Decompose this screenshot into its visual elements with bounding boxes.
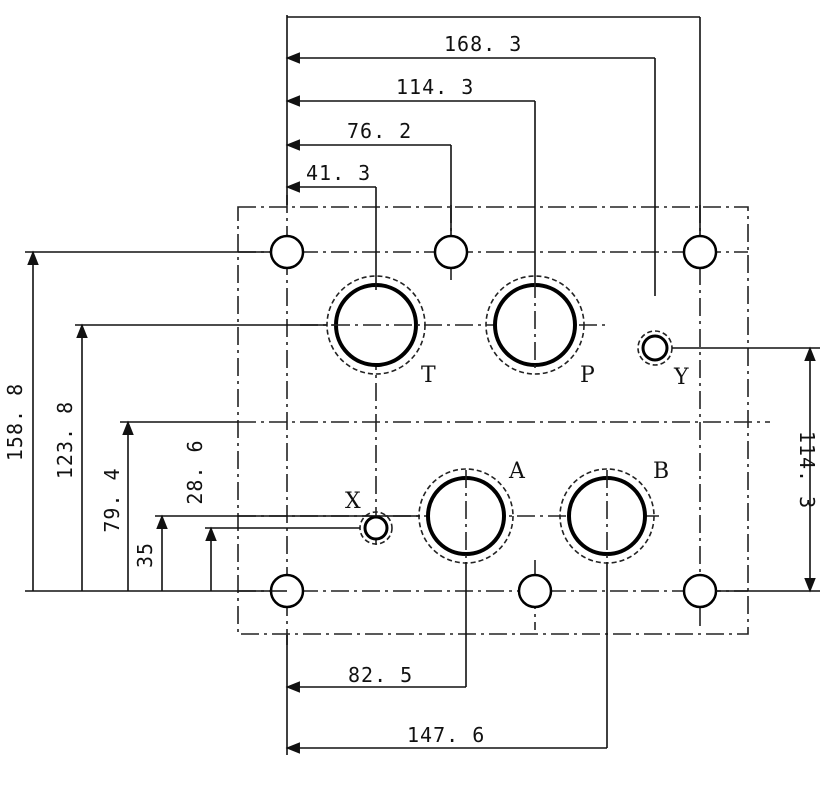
dim-168-3: 168. 3 <box>285 32 656 296</box>
port-label-p: P <box>580 363 595 388</box>
svg-text:158. 8: 158. 8 <box>3 383 27 461</box>
svg-text:147. 6: 147. 6 <box>407 723 485 747</box>
svg-text:35: 35 <box>133 542 157 568</box>
dim-28-6: 28. 6 <box>183 439 360 591</box>
svg-text:123. 8: 123. 8 <box>53 401 77 479</box>
port-label-x: X <box>345 489 361 514</box>
svg-text:79. 4: 79. 4 <box>100 467 124 532</box>
svg-text:114. 3: 114. 3 <box>396 75 474 99</box>
port-b <box>559 468 655 564</box>
port-t <box>326 275 426 375</box>
dim-114-3: 114. 3 <box>285 75 536 280</box>
port-label-t: T <box>421 363 436 388</box>
svg-text:114. 3: 114. 3 <box>795 431 819 509</box>
dim-35: 35 <box>133 514 420 591</box>
port-label-y: Y <box>673 365 689 390</box>
mounting-holes <box>269 234 718 609</box>
port-label-b: B <box>653 459 669 484</box>
port-y <box>637 330 673 366</box>
dim-79-4: 79. 4 <box>100 420 238 591</box>
port-p <box>485 275 585 375</box>
plate-outline <box>237 206 749 635</box>
dim-41-3: 41. 3 <box>285 161 377 290</box>
dim-147-6: 147. 6 <box>285 562 608 754</box>
dim-114-3-right: 114. 3 <box>672 346 820 593</box>
svg-text:76. 2: 76. 2 <box>347 119 412 143</box>
vertical-centerlines <box>286 195 701 645</box>
dim-158-8: 158. 8 <box>3 250 271 591</box>
dim-123-8: 123. 8 <box>53 323 327 591</box>
svg-text:168. 3: 168. 3 <box>444 32 522 56</box>
svg-text:41. 3: 41. 3 <box>306 161 371 185</box>
dim-76-2: 76. 2 <box>285 119 452 235</box>
port-label-a: A <box>508 459 526 484</box>
svg-text:82. 5: 82. 5 <box>348 663 413 687</box>
dim-82-5: 82. 5 <box>285 562 467 693</box>
port-a <box>418 468 514 564</box>
svg-text:28. 6: 28. 6 <box>183 439 207 504</box>
